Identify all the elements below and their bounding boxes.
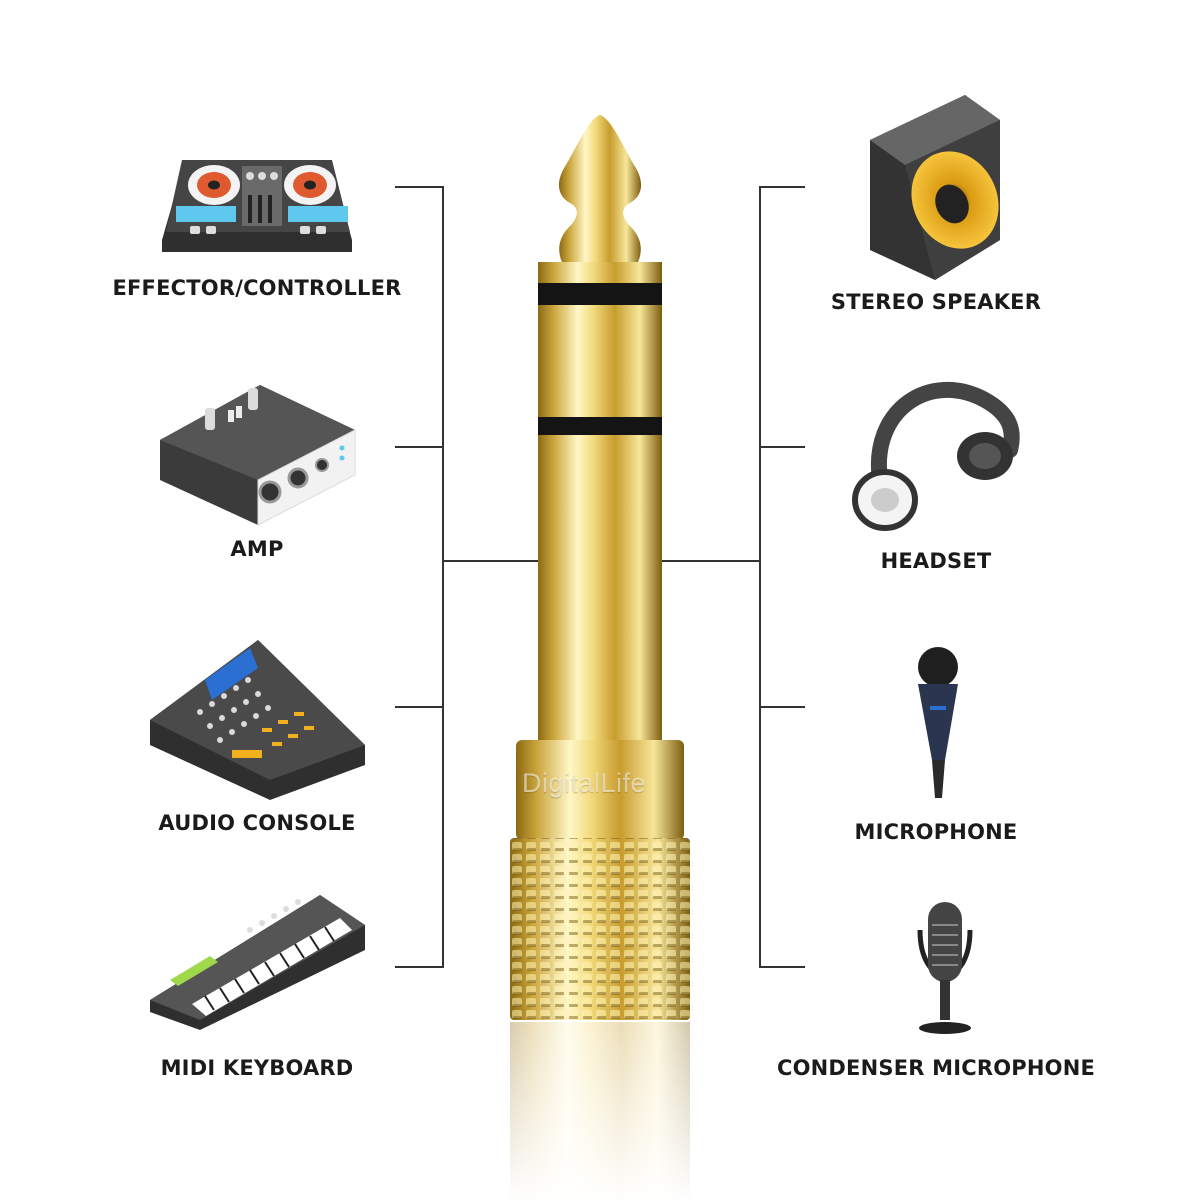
jack-adapter <box>500 115 700 1200</box>
brand-engraving: DigitalLife <box>522 768 647 798</box>
label-stereo-speaker: STEREO SPEAKER <box>830 290 1042 314</box>
midi-keyboard-icon <box>150 895 365 1030</box>
condenser-microphone-icon <box>917 902 973 1034</box>
microphone-icon <box>918 647 958 798</box>
headphones-icon <box>852 382 1020 531</box>
amplifier-icon <box>160 385 356 526</box>
dj-controller-icon <box>162 160 352 252</box>
label-headset: HEADSET <box>880 549 992 573</box>
label-amp: AMP <box>230 537 284 561</box>
label-condenser-microphone: CONDENSER MICROPHONE <box>776 1056 1096 1080</box>
label-audio-console: AUDIO CONSOLE <box>158 811 356 835</box>
speaker-icon <box>870 95 1000 280</box>
label-microphone: MICROPHONE <box>854 820 1018 844</box>
label-effector-controller: EFFECTOR/CONTROLLER <box>112 276 402 300</box>
label-midi-keyboard: MIDI KEYBOARD <box>160 1056 354 1080</box>
mixing-console-icon <box>150 640 365 800</box>
connector-lines <box>395 186 805 968</box>
